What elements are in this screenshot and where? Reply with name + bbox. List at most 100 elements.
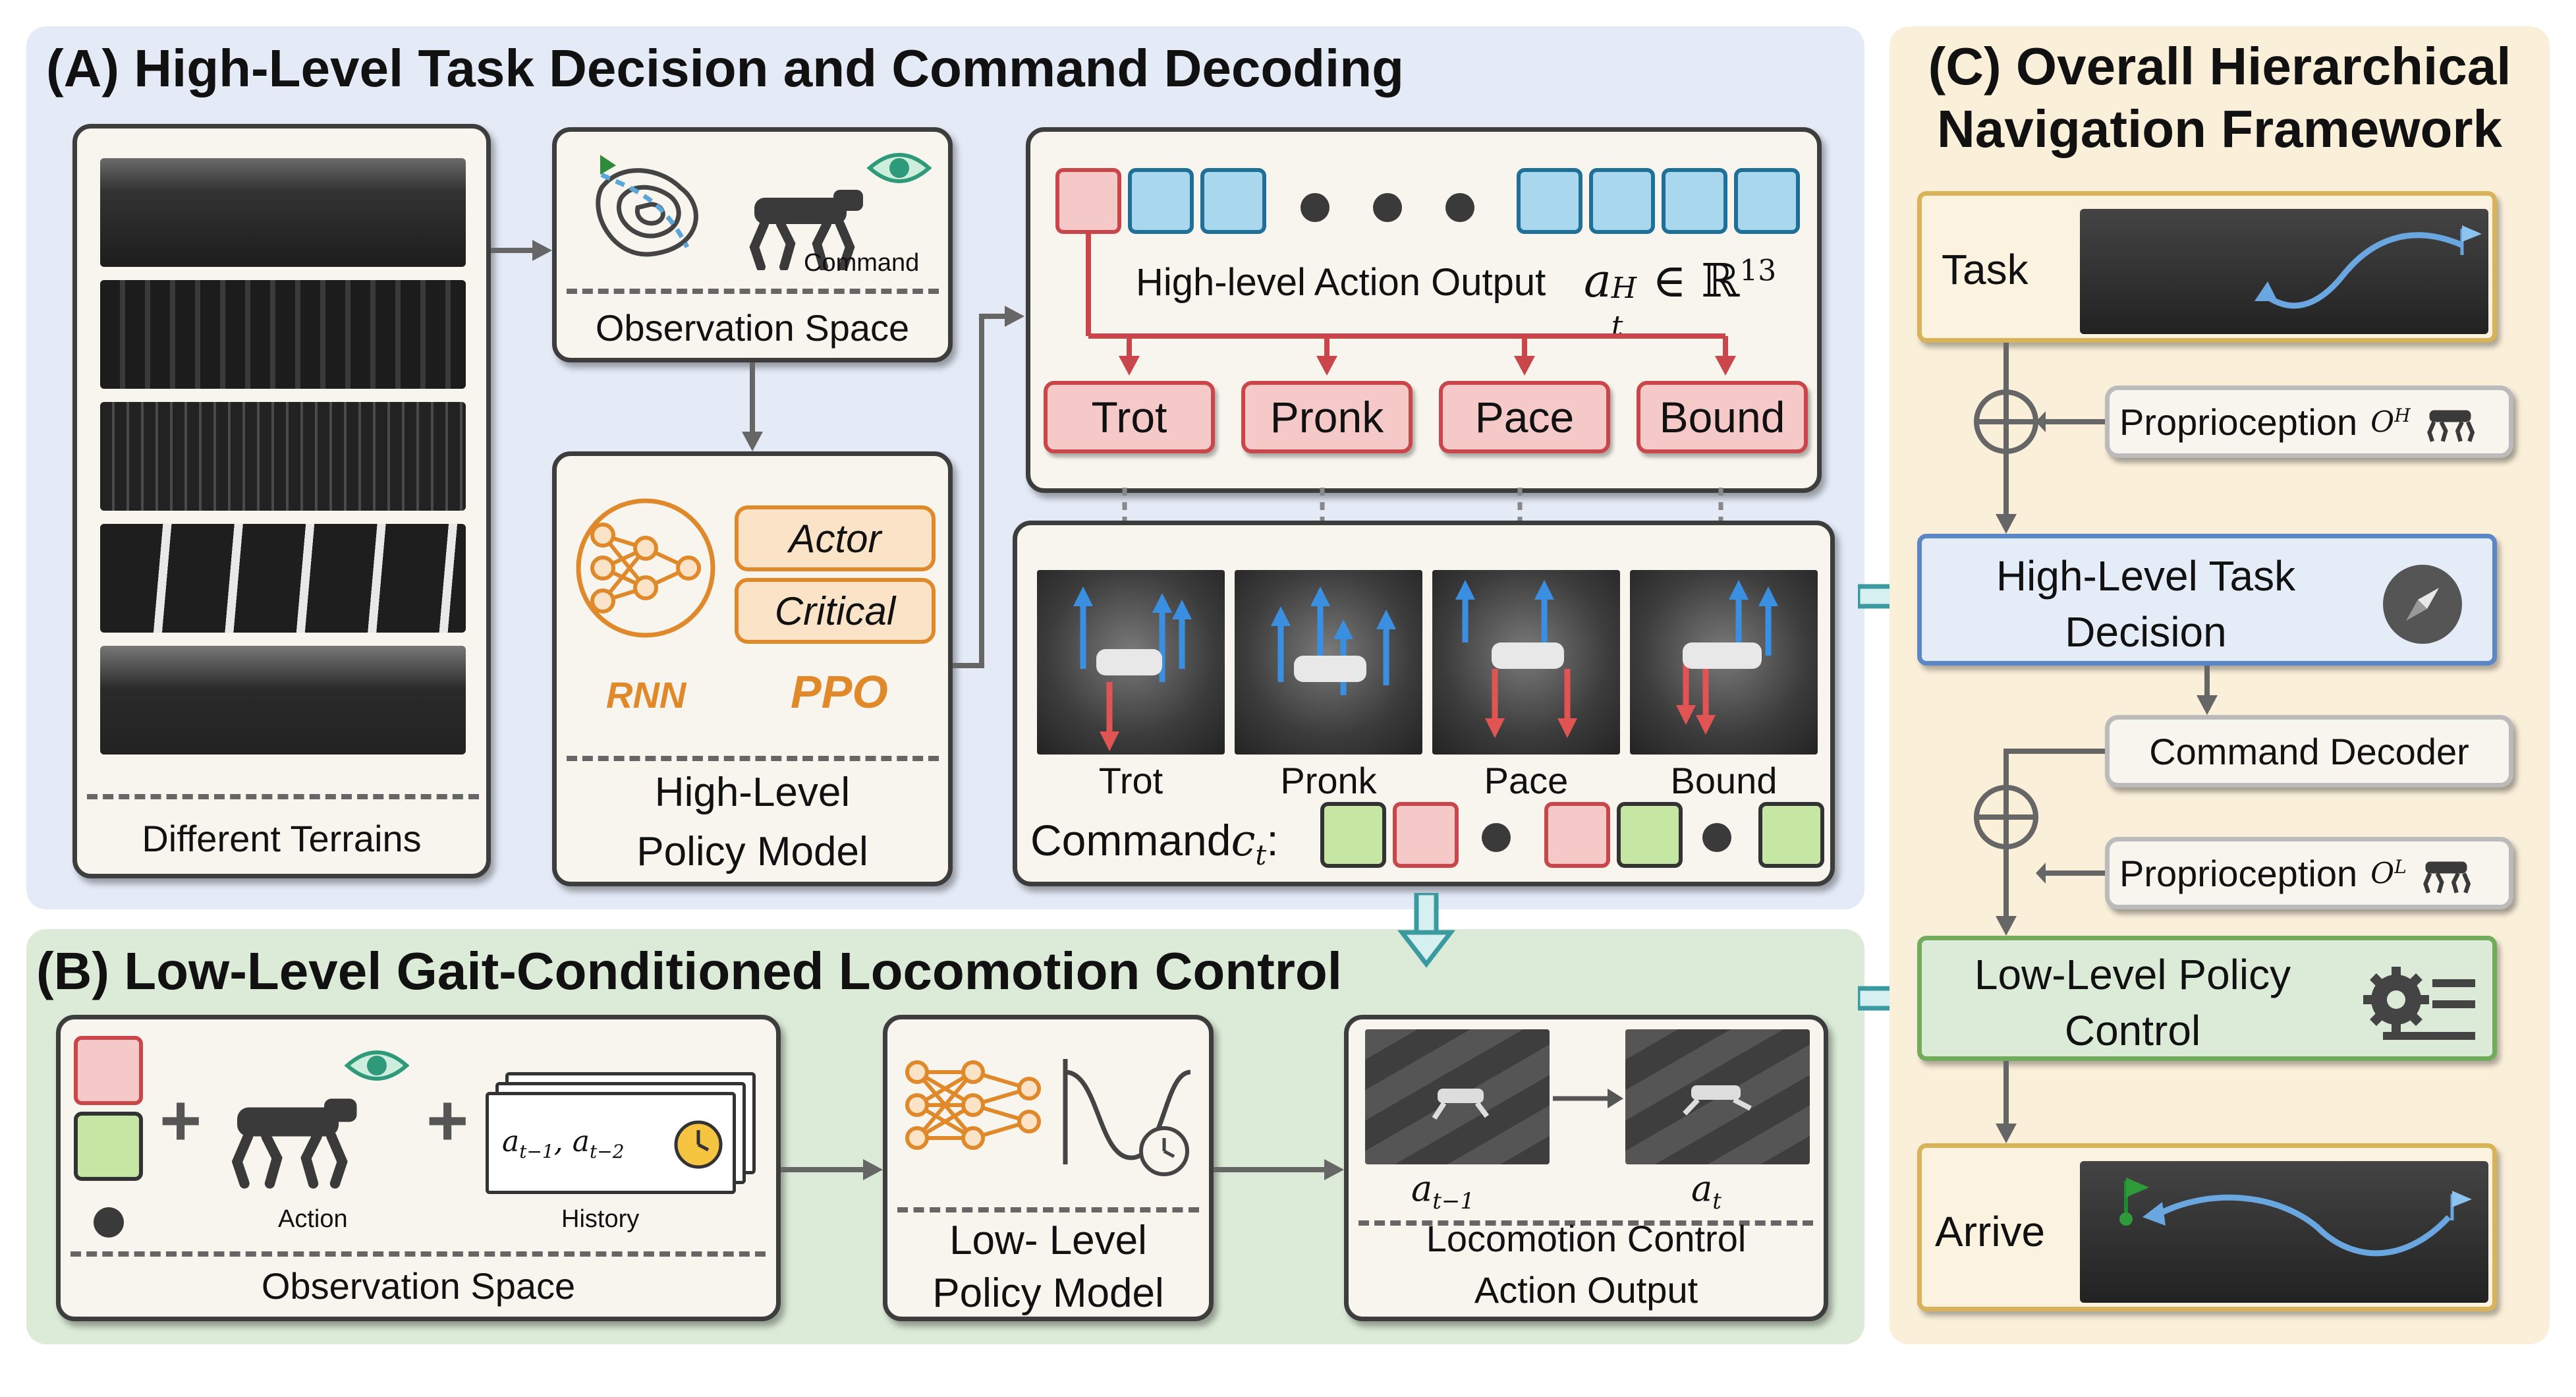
eye-icon-b (344, 1050, 410, 1081)
snapshot-label-bound: Bound (1670, 760, 1778, 801)
policy-divider-b (897, 1207, 1199, 1212)
command-decoder-label: Command Decoder (2149, 730, 2469, 772)
token-blue-3 (1517, 168, 1582, 234)
obs-space-label-b: Observation Space (261, 1265, 576, 1307)
high-level-policy-card: Actor Critical RNN PPO High-Level Policy… (552, 451, 953, 886)
ellipsis-dot-3 (1445, 193, 1474, 222)
high-level-label-1: High-Level Task (1996, 552, 2296, 600)
gait-curve-icon (1063, 1059, 1191, 1176)
obs-divider-a (567, 289, 939, 294)
gait-pronk: Pronk (1241, 381, 1413, 453)
robot-dog-icon-b (231, 1098, 357, 1189)
arrive-box: Arrive (1917, 1143, 2497, 1311)
a-prev-sub: t−1 (1432, 1187, 1474, 1214)
history-math-sub2: t−2 (589, 1140, 625, 1162)
output-label-2: Action Output (1474, 1269, 1698, 1311)
gait-command-card: Trot Pronk Pace Bound Commandct: (1013, 521, 1835, 886)
cmd-token-green-2 (1617, 802, 1683, 868)
cmd-dot-1 (1482, 823, 1511, 852)
clock-icon (674, 1120, 723, 1169)
gait-bound: Bound (1637, 381, 1808, 453)
policy-label-b-1: Low- Level (949, 1218, 1147, 1263)
proprio-h-math: OH (2370, 405, 2411, 440)
proprio-h-sup: H (2394, 404, 2411, 426)
cmd-token-red-2 (1544, 802, 1610, 868)
token-blue-1 (1128, 168, 1194, 234)
terrain-pillars (100, 280, 466, 389)
robot-dog-icon (749, 190, 863, 270)
ppo-label: PPO (791, 666, 888, 718)
policy-label-b-2: Policy Model (932, 1270, 1164, 1316)
policy-label-a-2: Policy Model (636, 829, 868, 874)
cmd-token-green-3 (1758, 802, 1824, 868)
frame-arrow (1553, 1089, 1623, 1108)
proprio-h-label: Proprioception (2119, 401, 2358, 443)
terrains-card: Different Terrains (72, 124, 491, 878)
history-math-a1: a (502, 1125, 520, 1158)
command-math: c (1231, 815, 1256, 866)
gait-pace: Pace (1439, 381, 1610, 453)
eye-icon (866, 153, 932, 183)
history-math-sub1: t−1 (519, 1140, 554, 1162)
obs-b-token-green (74, 1112, 143, 1181)
cmd-token-green-1 (1320, 802, 1386, 868)
token-red (1055, 168, 1121, 234)
snapshot-pace (1432, 570, 1620, 755)
panel-c-title-2: Navigation Framework (1936, 100, 2502, 158)
proprio-l-label: Proprioception (2119, 852, 2358, 894)
proprio-l-dog-icon (2422, 861, 2471, 894)
command-small-label: Command (804, 249, 920, 277)
cmd-dot-2 (1702, 823, 1731, 852)
snapshot-trot (1037, 570, 1225, 755)
action-math-space: ∈ ℝ (1652, 254, 1740, 308)
command-decoder-box: Command Decoder (2105, 715, 2513, 787)
token-blue-5 (1662, 168, 1727, 234)
policy-divider-a (567, 756, 939, 761)
command-text: Command (1030, 816, 1231, 865)
a-cur-label: at (1691, 1168, 1722, 1214)
history-small-label: History (561, 1205, 640, 1233)
actor-box: Actor (735, 505, 936, 571)
proprio-l-o: O (2370, 857, 2395, 891)
proprio-l-box: Proprioception OL (2105, 837, 2513, 909)
ellipsis-dot-1 (1301, 193, 1330, 222)
a-cur-base: a (1691, 1168, 1713, 1209)
critical-box: Critical (735, 578, 936, 644)
gait-branch-arrows (1086, 234, 1736, 376)
task-terrain (2080, 209, 2488, 334)
a-prev-base: a (1411, 1168, 1433, 1209)
snapshot-label-pace: Pace (1484, 760, 1569, 801)
gear-settings-icon (2363, 967, 2475, 1040)
low-level-control-box: Low-Level Policy Control (1917, 936, 2497, 1061)
task-label: Task (1942, 246, 2029, 293)
terrain-stairs (100, 402, 466, 511)
obs-b-token-red (74, 1036, 143, 1105)
frame-cur (1625, 1029, 1810, 1164)
terrain-rough (100, 158, 466, 267)
history-math: at−1, at−2 (502, 1125, 625, 1162)
panel-b-title: (B) Low-Level Gait-Conditioned Locomotio… (36, 942, 1342, 1000)
action-math-sup: H (1611, 271, 1637, 305)
arrive-terrain (2080, 1161, 2488, 1303)
token-blue-2 (1200, 168, 1266, 234)
command-label: Commandct: (1030, 815, 1279, 871)
terrains-label: Different Terrains (142, 818, 422, 859)
plus-1: + (159, 1080, 202, 1161)
proprio-h-dog-icon (2426, 410, 2475, 442)
history-math-comma: , (553, 1125, 573, 1158)
low-level-policy-card: Low- Level Policy Model (883, 1015, 1214, 1321)
arrive-label: Arrive (1935, 1208, 2046, 1255)
low-level-label-1: Low-Level Policy (1974, 951, 2291, 998)
high-level-decision-box: High-Level Task Decision (1917, 534, 2497, 666)
obs-space-label-a: Observation Space (595, 307, 910, 349)
policy-label-a-1: High-Level (654, 770, 851, 815)
action-output-label: High-level Action Output (1136, 261, 1546, 304)
history-card: at−1, at−2 (486, 1092, 736, 1194)
command-colon: : (1266, 816, 1279, 865)
snapshot-bound (1630, 570, 1818, 755)
